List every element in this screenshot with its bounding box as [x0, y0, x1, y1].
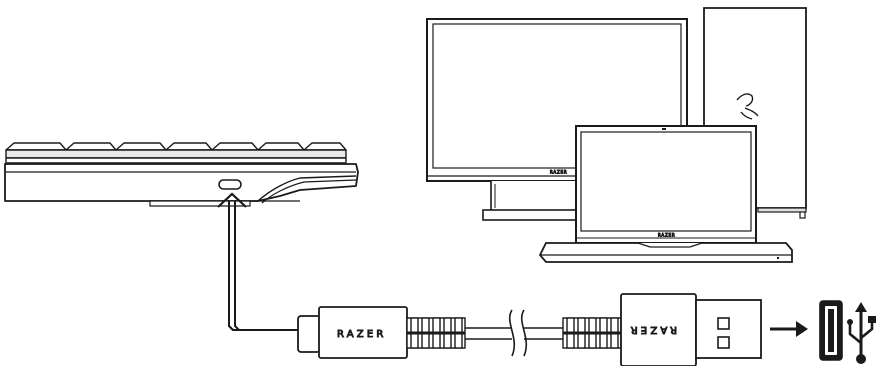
cable-strain-relief-right	[562, 317, 622, 349]
monitor-brand: RAZER	[550, 170, 567, 175]
cable-line	[465, 309, 563, 357]
cable-break-mark	[508, 309, 516, 357]
usb-symbol-icon	[847, 302, 876, 364]
usb-port-icon	[819, 300, 843, 361]
usb-c-connector: RAZER	[297, 306, 408, 359]
keyboard	[4, 142, 359, 207]
razer-snake-logo-icon	[736, 93, 759, 120]
keyboard-usb-c-port	[218, 179, 242, 190]
laptop: RAZER	[538, 125, 793, 263]
keyboard-keys	[5, 142, 347, 164]
cable-brand-right: RAZER	[627, 324, 677, 335]
cable-strain-relief-left	[406, 317, 466, 349]
laptop-brand: RAZER	[658, 233, 675, 238]
connection-arrow-line	[217, 192, 299, 331]
arrow-right-icon	[770, 321, 808, 337]
up-arrow-icon	[217, 192, 247, 208]
cable-brand-left: RAZER	[337, 329, 387, 340]
usb-a-connector: RAZER	[620, 293, 762, 366]
